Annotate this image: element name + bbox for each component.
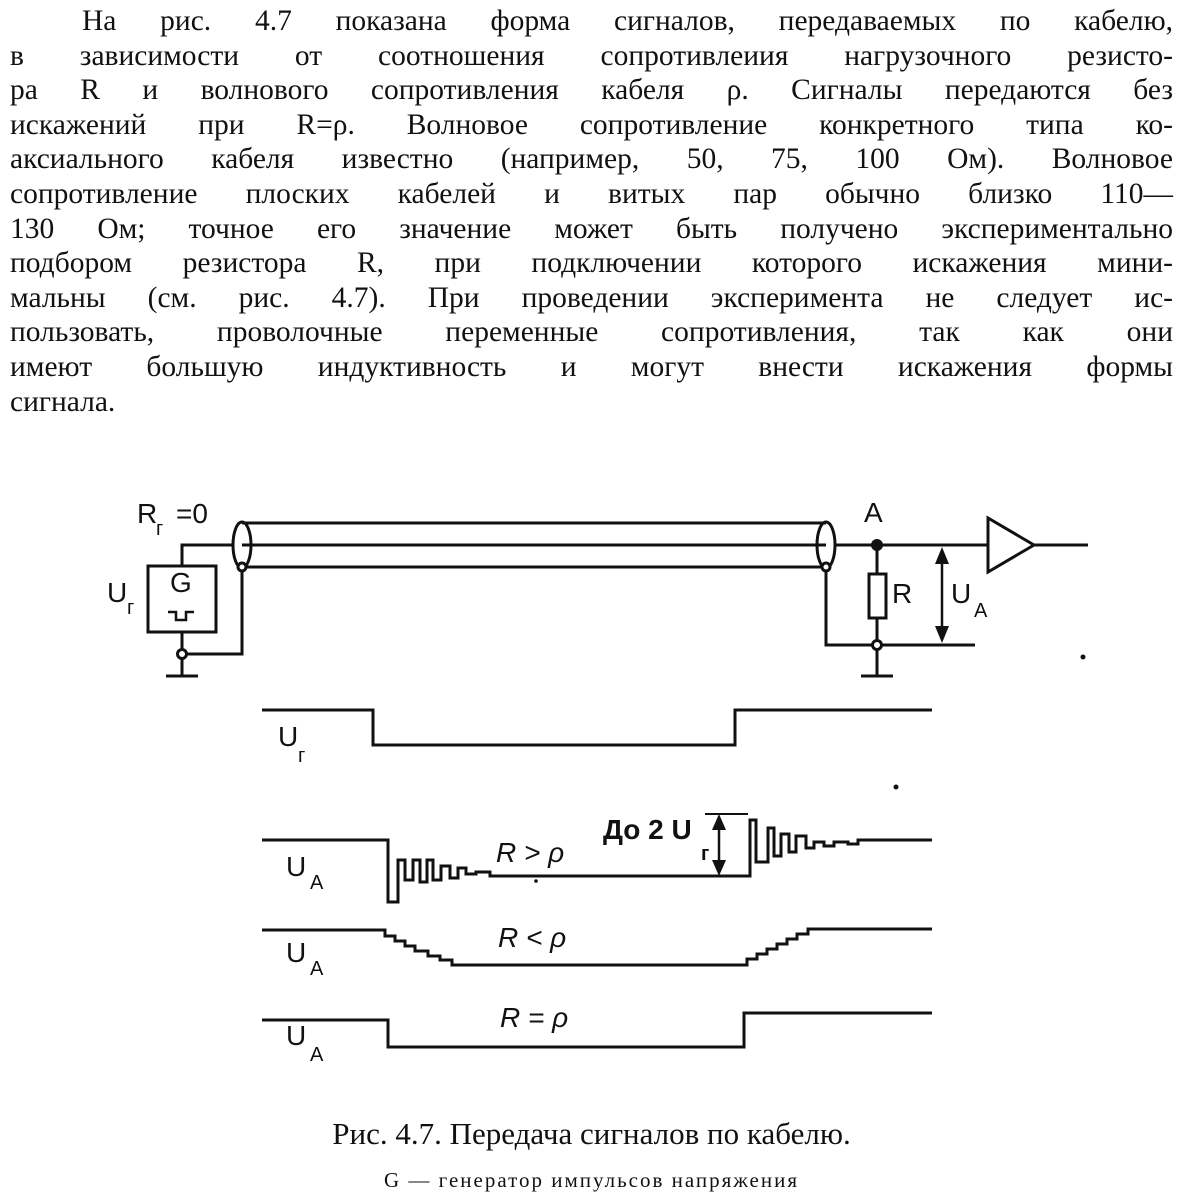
- rg-sub-label: г: [156, 518, 163, 540]
- amplifier-triangle-icon: [986, 515, 1037, 575]
- generator-signal-wire: [180, 543, 234, 566]
- condition-r-less: R < ρ: [498, 922, 566, 953]
- waveforms: [262, 708, 932, 1049]
- arrow-down-icon: [712, 860, 726, 876]
- paragraph-line: аксиального кабеля известно (например, 5…: [10, 143, 1173, 176]
- paragraph-line: пользовать, проволочные переменные сопро…: [10, 316, 1173, 349]
- wave-ua2-label: U: [286, 937, 306, 968]
- paragraph-line: сигнала.: [10, 385, 116, 418]
- wave-ua3-sub-label: A: [310, 1044, 324, 1066]
- generator-label: G: [170, 567, 192, 598]
- amplitude-note-sub: г: [701, 843, 709, 865]
- ug-sub-label: г: [127, 597, 134, 619]
- stray-dot: [893, 784, 899, 790]
- circuit-labels: R г =0 G U г A R U A: [107, 497, 988, 622]
- paragraph-line: сопротивление плоских кабелей и витых па…: [10, 177, 1173, 210]
- generator-ground-terminal: [176, 648, 188, 660]
- paragraph-line: в зависимости от соотношения сопротивлеи…: [10, 39, 1173, 72]
- waveform-ug: [262, 708, 932, 747]
- stray-dot: [1080, 654, 1086, 660]
- wave-ug-sub-label: г: [298, 745, 305, 767]
- condition-r-greater: R > ρ: [496, 837, 564, 868]
- paragraph-line: 130 Ом; точное его значение может быть п…: [10, 212, 1173, 245]
- waveform-ua-r-less: [262, 927, 932, 967]
- paragraph-line: подбором резистора R, при подключении ко…: [10, 247, 1173, 280]
- ua-sub-label: A: [974, 600, 988, 622]
- resistor-label: R: [892, 578, 912, 609]
- paragraph-line: искажений при R=ρ. Волновое сопротивлени…: [10, 108, 1173, 141]
- return-wire: [824, 567, 975, 647]
- ua-label: U: [951, 578, 971, 609]
- figure-caption-legend: G — генератор импульсов напряжения: [383, 1168, 800, 1192]
- waveform-ua-r-equal: [262, 1011, 932, 1049]
- ug-label: U: [107, 577, 127, 608]
- signal-transmission-figure: R г =0 G U г A R U A U г U A R > ρ До 2 …: [107, 497, 1088, 1066]
- right-shield-terminal: [820, 561, 832, 573]
- wave-ua2-sub-label: A: [310, 958, 324, 980]
- condition-r-equal: R = ρ: [500, 1002, 568, 1033]
- waveform-labels: U г U A R > ρ До 2 U г U A R < ρ U A R =…: [278, 721, 709, 1066]
- waveform-ua-r-greater: [262, 818, 932, 904]
- figure-caption: Рис. 4.7. Передача сигналов по кабелю.: [332, 1116, 851, 1151]
- wave-ua1-label: U: [286, 851, 306, 882]
- resistor-ground-terminal: [871, 639, 883, 651]
- rg-label: R: [137, 498, 157, 529]
- load-resistor: [867, 572, 888, 620]
- arrow-down-icon: [935, 626, 949, 643]
- pulse-symbol-icon: [168, 610, 194, 622]
- amplitude-note: До 2 U: [603, 814, 692, 845]
- wave-ug-label: U: [278, 721, 298, 752]
- rg-value-label: =0: [176, 498, 208, 529]
- node-a-label: A: [864, 497, 883, 528]
- wave-ua3-label: U: [286, 1020, 306, 1051]
- left-shield-terminal: [236, 561, 248, 573]
- generator-ground-wire: [180, 567, 244, 656]
- arrow-up-icon: [712, 814, 726, 830]
- arrow-up-icon: [935, 547, 949, 564]
- paragraph-line: ра R и волнового сопротивления кабеля ρ.…: [10, 74, 1173, 107]
- paragraph-line: имеют большую индуктивность и могут внес…: [10, 350, 1173, 383]
- paragraph-line: мальны (см. рис. 4.7). При проведении эк…: [10, 281, 1173, 314]
- stray-dot: [534, 879, 538, 883]
- body-paragraph: На рис. 4.7 показана форма сигналов, пер…: [10, 4, 1173, 419]
- wave-ua1-sub-label: A: [310, 872, 324, 894]
- paragraph-line: На рис. 4.7 показана форма сигналов, пер…: [82, 5, 1173, 37]
- circuit-diagram: [146, 515, 1088, 678]
